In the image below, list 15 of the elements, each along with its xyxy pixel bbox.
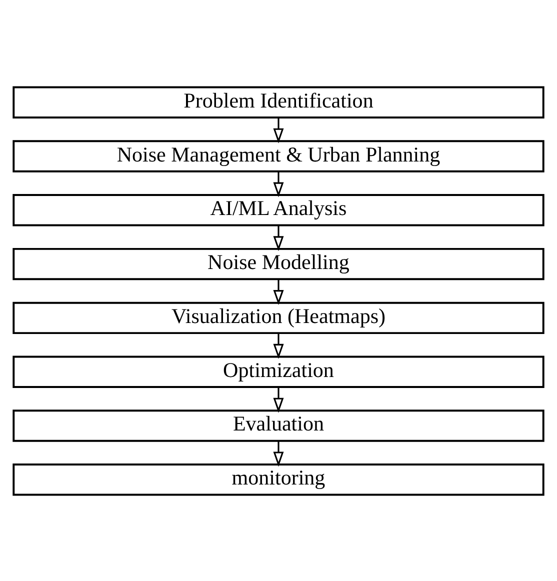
node-box: Problem Identification (12, 86, 544, 118)
arrow (273, 224, 284, 251)
arrow (273, 332, 284, 358)
arrow (273, 440, 284, 466)
node-box: AI/ML Analysis (12, 194, 544, 226)
arrow (273, 386, 284, 412)
node-box: Visualization (Heatmaps) (12, 301, 544, 334)
arrow (273, 171, 284, 197)
node-box: Noise Modelling (12, 247, 544, 280)
node-box: Evaluation (12, 409, 544, 442)
arrow (273, 278, 284, 305)
node-box: Noise Management & Urban Planning (12, 140, 544, 172)
node-box: monitoring (12, 463, 544, 496)
arrow (273, 117, 284, 143)
node-box: Optimization (12, 355, 544, 388)
